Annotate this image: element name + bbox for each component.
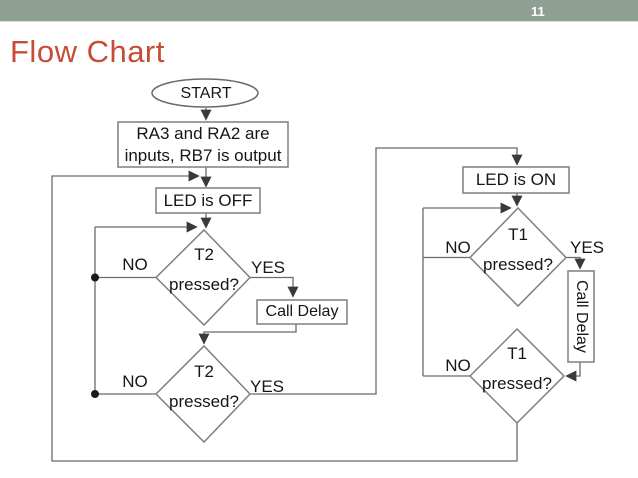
start-label: START: [180, 85, 232, 102]
t1-check-1-label: T1 pressed?: [468, 220, 568, 280]
t2-check-1-line1: T2: [194, 245, 214, 264]
t1-check-2-label: T1 pressed?: [467, 339, 567, 399]
led-off-node: [155, 187, 261, 214]
t1-check-1-line1: T1: [508, 225, 528, 244]
led-on-label: LED is ON: [475, 170, 557, 189]
junction-dot: [91, 273, 99, 282]
init-label-line2: inputs, RB7 is output: [124, 145, 282, 165]
edge-label-t2-1-yes: YES: [250, 258, 286, 277]
t2-check-2-label: T2 pressed?: [154, 357, 254, 417]
edge-label-t2-1-no: NO: [122, 255, 148, 274]
led-on-node: [462, 166, 570, 194]
t1-check-1-line2: pressed?: [483, 255, 553, 274]
connector-lines: [51, 108, 586, 462]
t2-check-1-label: T2 pressed?: [154, 240, 254, 300]
edge-label-t2-2-yes: YES: [249, 377, 285, 396]
t1-check-2-line1: T1: [507, 344, 527, 363]
t2-check-2-line2: pressed?: [169, 392, 239, 411]
header-bar: [0, 0, 638, 22]
led-off-label: LED is OFF: [163, 191, 253, 210]
init-node: [117, 121, 289, 168]
init-label-line1: RA3 and RA2 are: [136, 123, 270, 143]
edge-label-t1-1-no: NO: [445, 238, 471, 257]
t2-check-1-line2: pressed?: [169, 275, 239, 294]
edge-label-t1-2-no: NO: [445, 356, 471, 375]
flowchart-shapes: [91, 78, 595, 444]
call-delay-1-label: Call Delay: [265, 303, 339, 320]
start-node: [151, 78, 259, 108]
t2-check-1-node: [154, 228, 252, 327]
t2-check-2-line1: T2: [194, 362, 214, 381]
edge-label-t1-1-yes: YES: [569, 238, 605, 257]
page-title: Flow Chart: [10, 34, 165, 69]
junction-dot: [91, 390, 99, 398]
call-delay-2-node: [567, 270, 595, 363]
call-delay-2-label: Call Delay: [573, 280, 590, 353]
call-delay-1-node: [256, 299, 348, 325]
t2-check-2-node: [154, 344, 252, 444]
edge-label-t2-2-no: NO: [122, 372, 148, 391]
t1-check-1-node: [468, 206, 568, 308]
slide-number: 11: [531, 4, 545, 19]
init-label: RA3 and RA2 are inputs, RB7 is output: [118, 122, 288, 167]
t1-check-2-node: [468, 327, 566, 425]
t1-check-2-line2: pressed?: [482, 374, 552, 393]
